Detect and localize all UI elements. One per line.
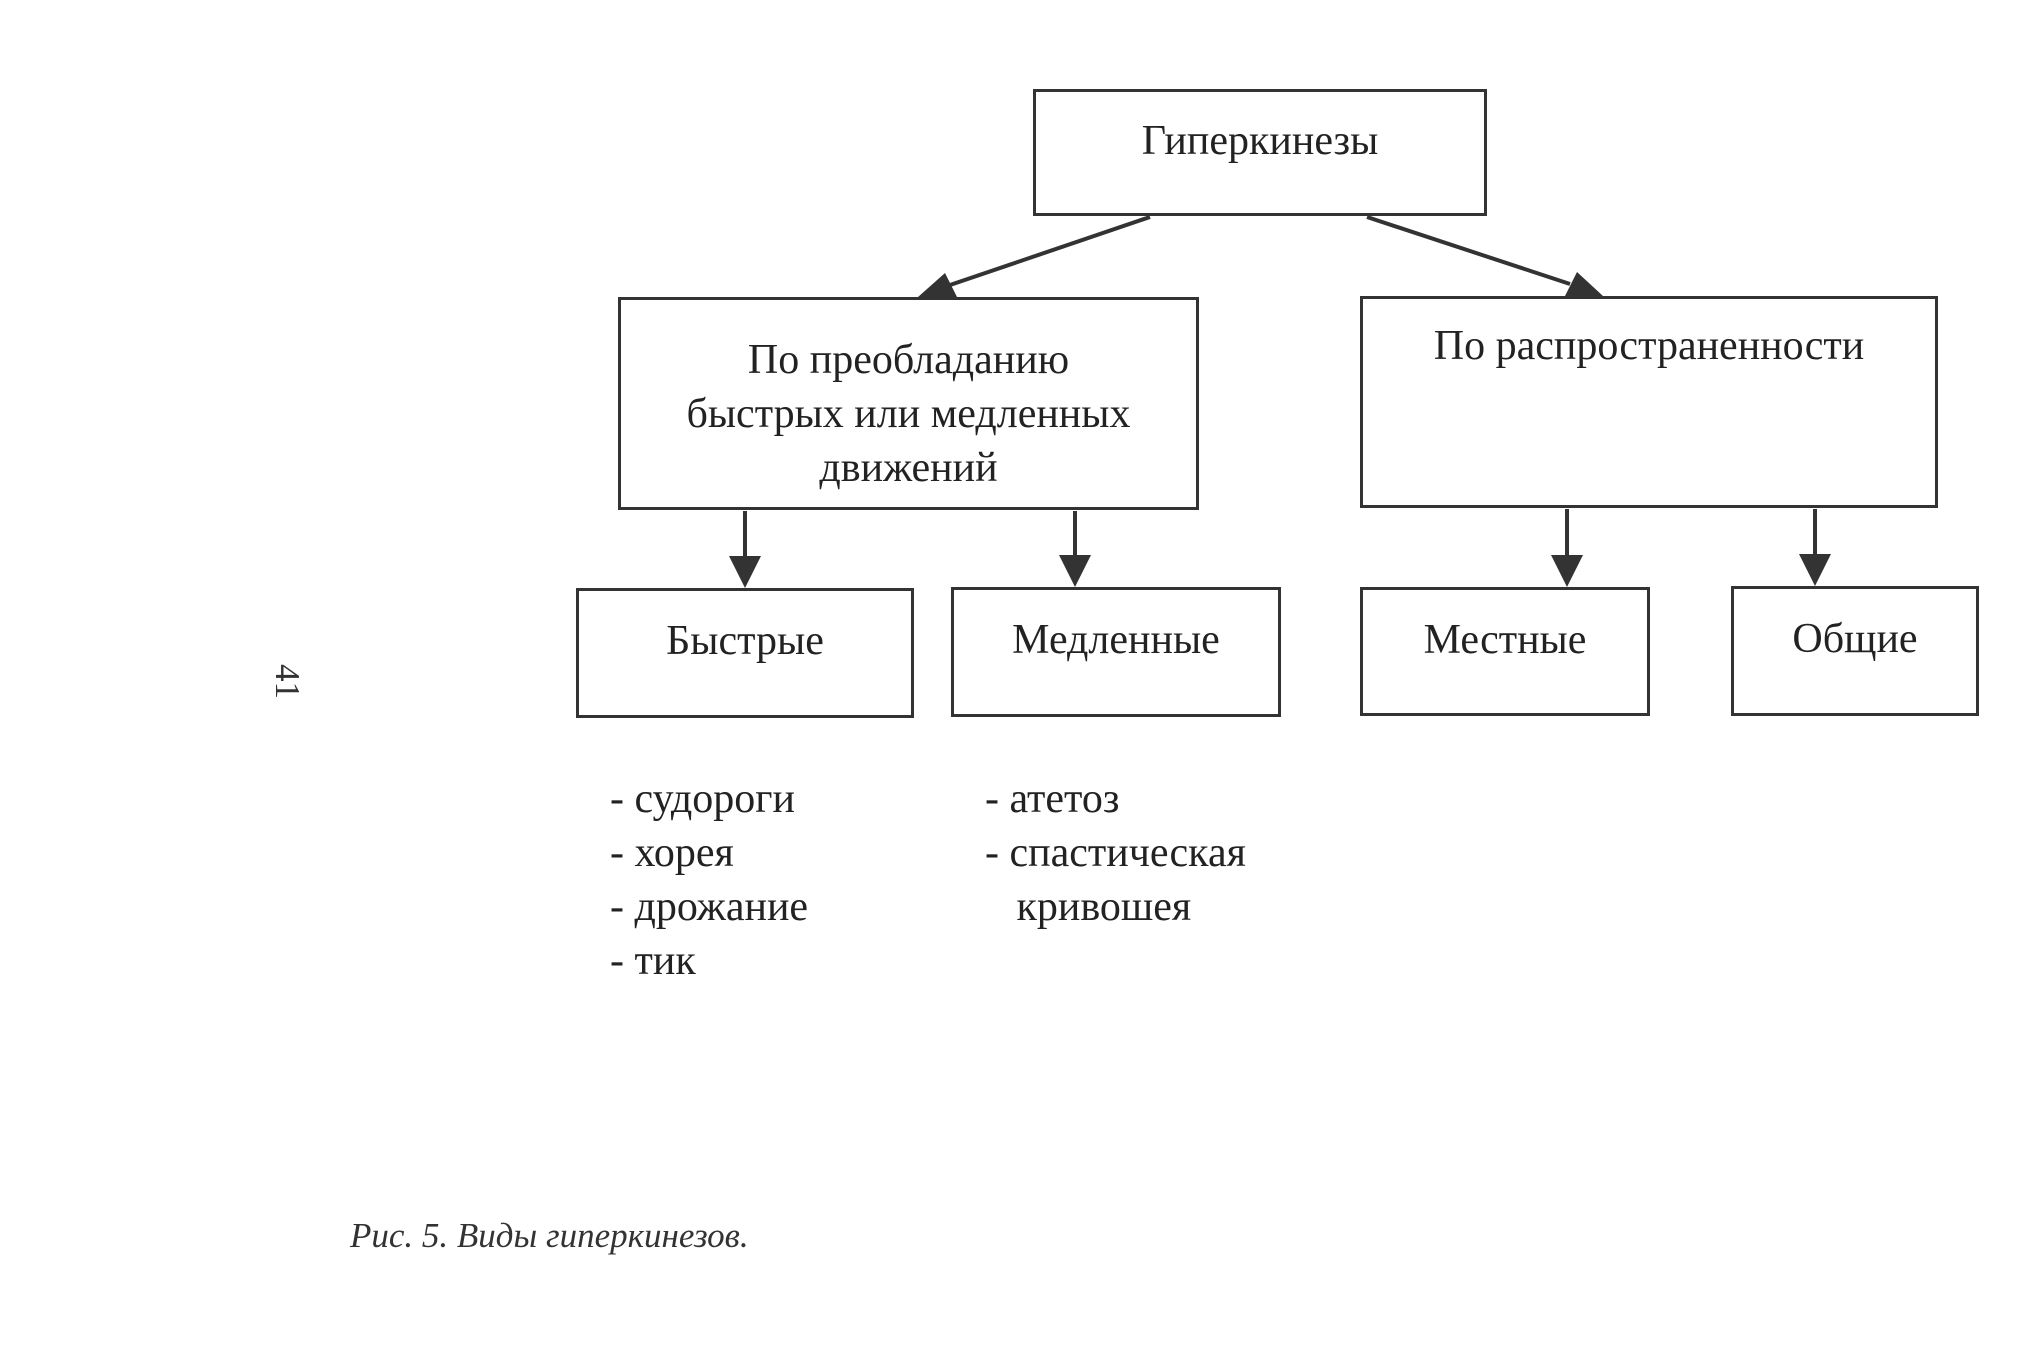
page-number: 41 xyxy=(268,664,307,699)
node-slow: Медленные xyxy=(951,587,1281,717)
node-fast: Быстрые xyxy=(576,588,914,718)
list-item: - тик xyxy=(610,938,696,984)
list-item: - атетоз xyxy=(985,776,1120,822)
figure-caption: Рис. 5. Виды гиперкинезов. xyxy=(350,1216,749,1255)
node-local-label: Местные xyxy=(1423,617,1587,663)
speed-to-fast-arrow xyxy=(729,511,761,588)
node-slow-label: Медленные xyxy=(1012,617,1220,663)
root-to-speed-arrow xyxy=(918,215,1151,297)
node-by-spread: По распространенности xyxy=(1360,296,1938,508)
node-local: Местные xyxy=(1360,587,1650,716)
list-item: - спастическая xyxy=(985,830,1246,876)
spread-to-general-arrow xyxy=(1799,509,1831,586)
node-by-speed: По преобладанию быстрых или медленных дв… xyxy=(618,297,1199,510)
list-item: - судороги xyxy=(610,776,796,822)
list-item: - дрожание xyxy=(610,884,809,930)
fast-types-list: - судороги - хорея - дрожание - тик xyxy=(610,772,808,988)
list-item: кривошея xyxy=(985,884,1192,930)
slow-types-list: - атетоз - спастическая кривошея xyxy=(985,772,1246,934)
node-general-label: Общие xyxy=(1792,616,1918,662)
node-general: Общие xyxy=(1731,586,1979,716)
list-item: - хорея xyxy=(610,830,734,876)
speed-to-slow-arrow xyxy=(1059,511,1091,587)
node-hyperkinesis: Гиперкинезы xyxy=(1033,89,1487,216)
spread-to-local-arrow xyxy=(1551,509,1583,587)
node-fast-label: Быстрые xyxy=(666,618,824,664)
node-by-speed-line-1: По преобладанию xyxy=(747,336,1070,383)
root-to-spread-arrow xyxy=(1366,215,1603,296)
node-by-speed-line-3: движений xyxy=(819,444,998,491)
node-by-spread-label: По распространенности xyxy=(1433,323,1865,369)
node-hyperkinesis-label: Гиперкинезы xyxy=(1141,118,1379,164)
node-by-speed-line-2: быстрых или медленных xyxy=(686,390,1131,437)
